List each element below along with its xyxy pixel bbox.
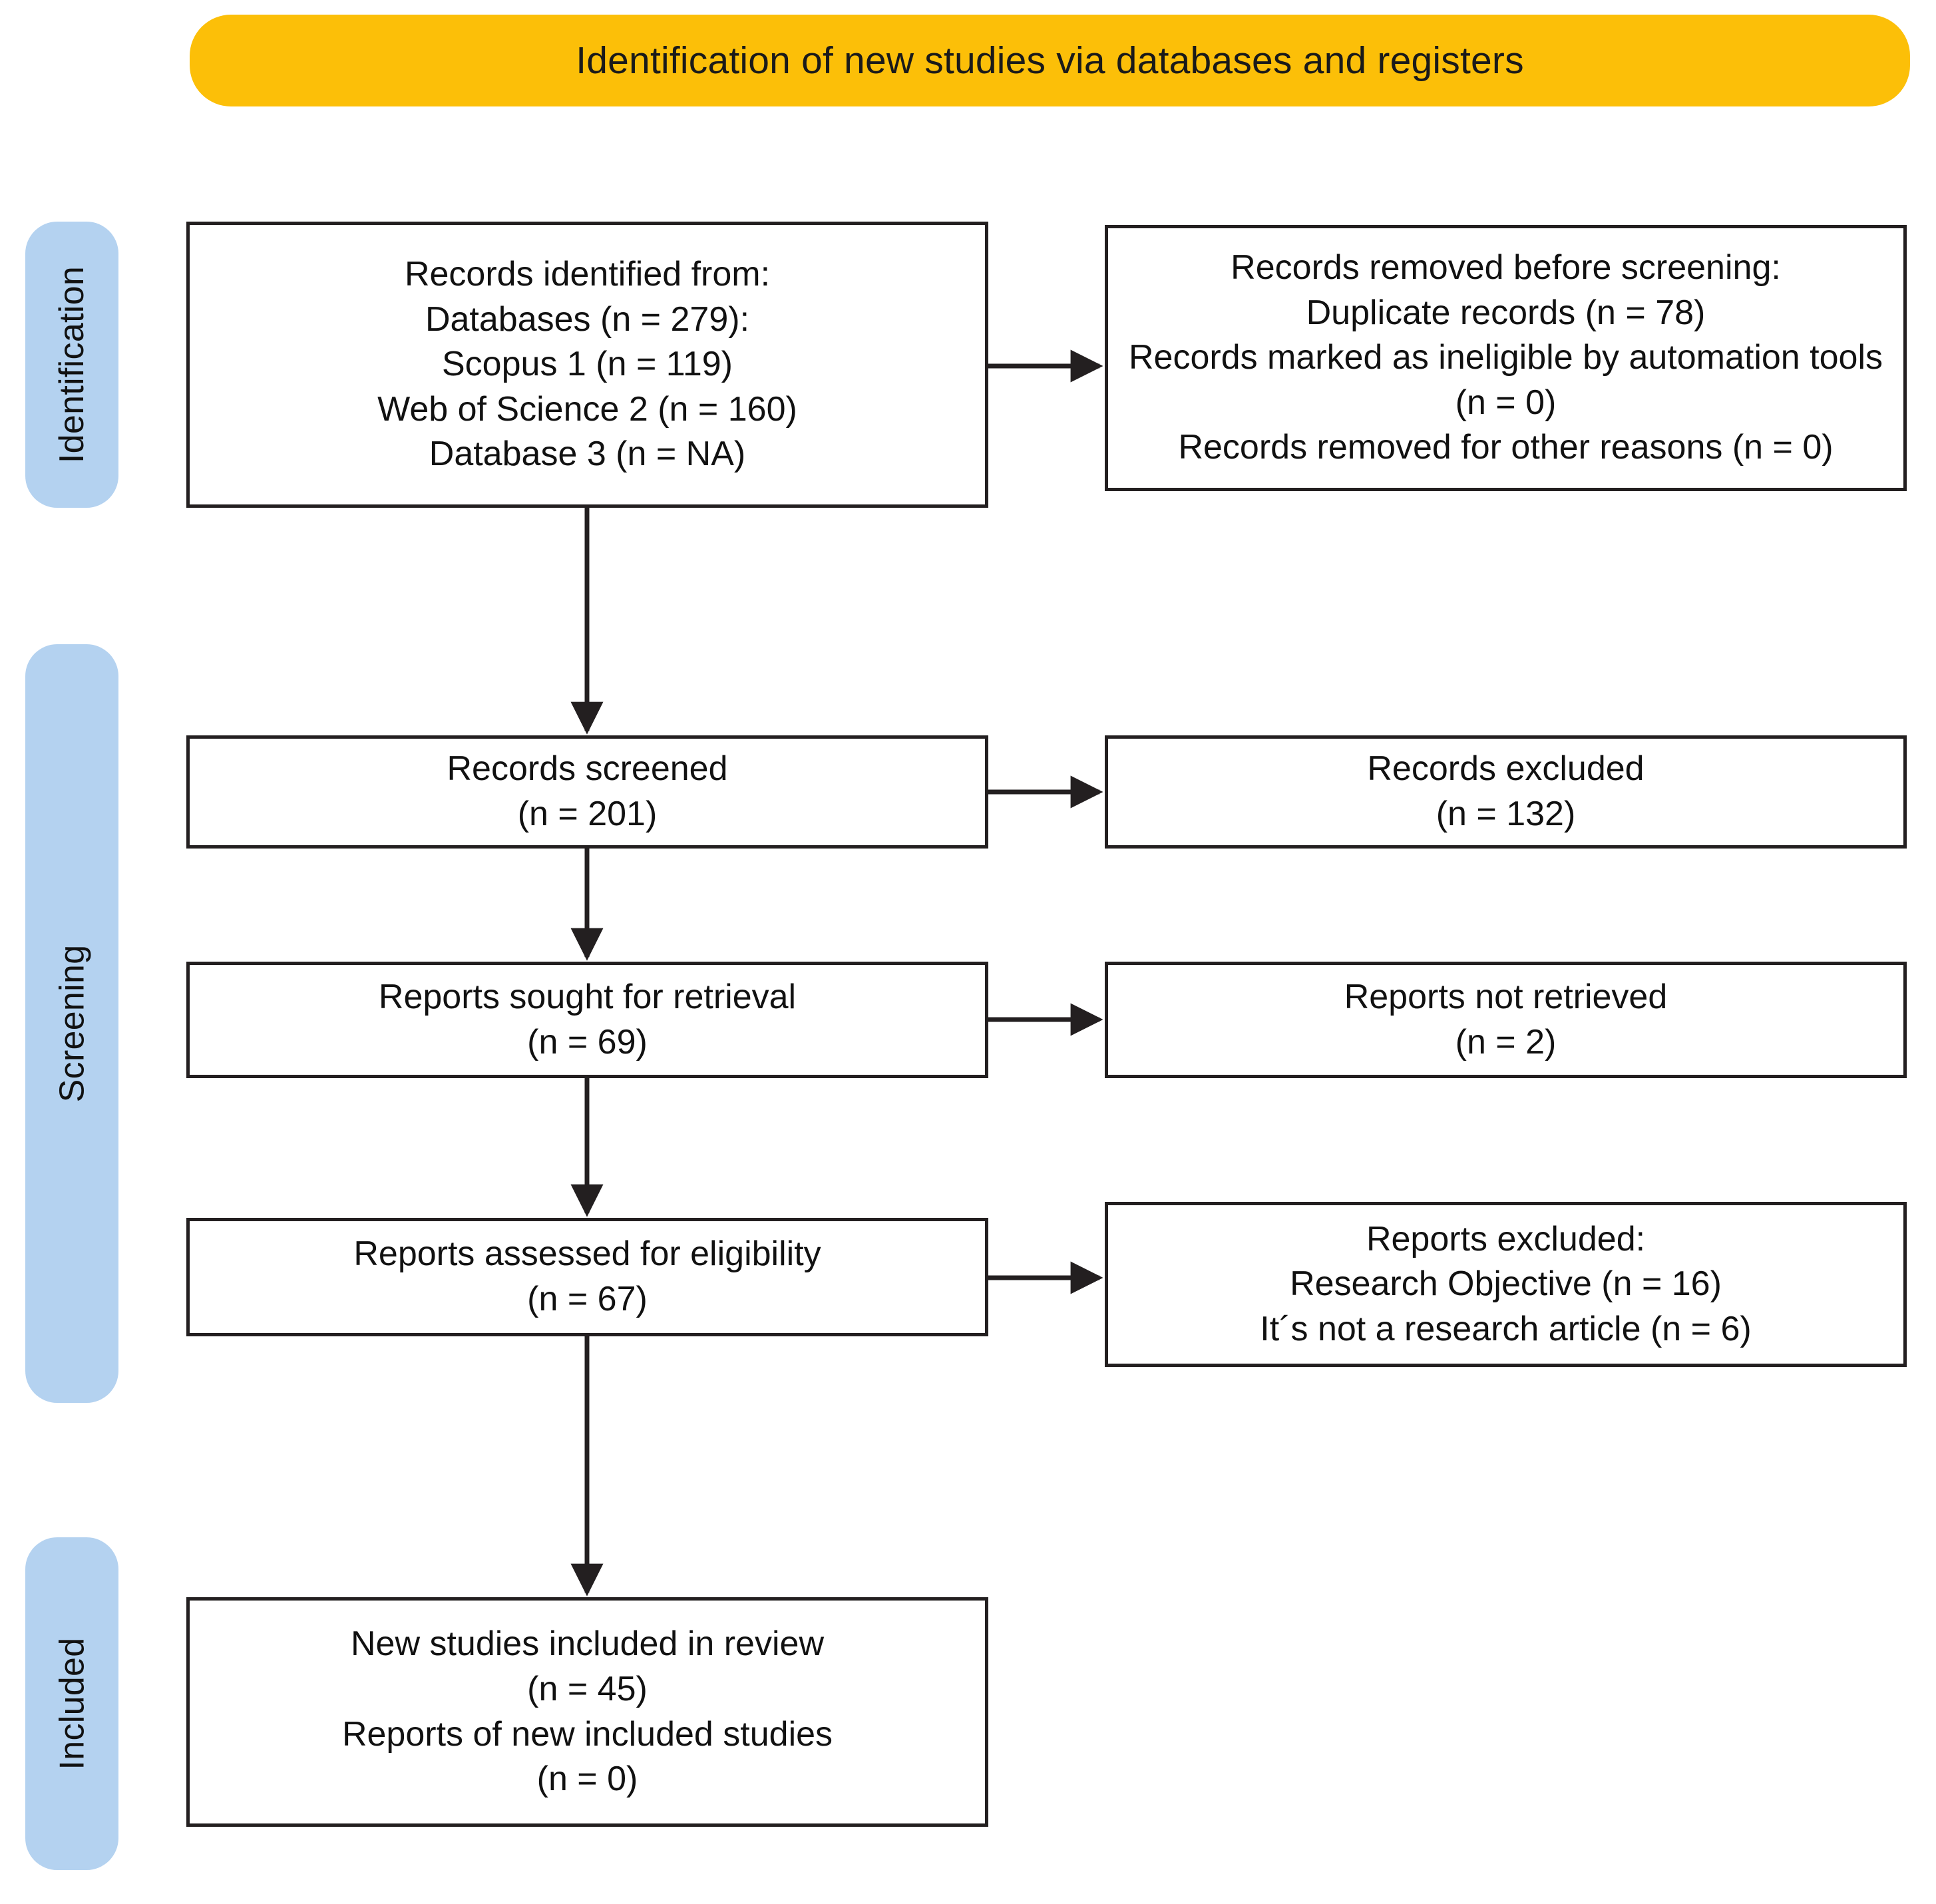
box-records-screened: Records screened (n = 201) <box>186 735 988 849</box>
reports-not-retrieved-line-2: (n = 2) <box>1455 1022 1557 1061</box>
box-reports-excluded: Reports excluded: Research Objective (n … <box>1105 1202 1907 1367</box>
records-identified-line-5: Database 3 (n = NA) <box>429 435 746 474</box>
box-records-identified: Records identified from: Databases (n = … <box>186 222 988 508</box>
records-removed-line-4: Records removed for other reasons (n = 0… <box>1178 428 1834 467</box>
box-new-studies-included: New studies included in review (n = 45) … <box>186 1597 988 1827</box>
reports-assessed-line-1: Reports assessed for eligibility <box>353 1235 821 1274</box>
box-reports-assessed: Reports assessed for eligibility (n = 67… <box>186 1218 988 1336</box>
records-excluded-line-1: Records excluded <box>1367 749 1645 789</box>
reports-not-retrieved-line-1: Reports not retrieved <box>1344 977 1668 1016</box>
box-records-excluded: Records excluded (n = 132) <box>1105 735 1907 849</box>
stage-label-screening-text: Screening <box>53 944 92 1103</box>
diagram-header-banner: Identification of new studies via databa… <box>190 15 1910 106</box>
reports-sought-line-1: Reports sought for retrieval <box>378 977 797 1016</box>
stage-label-identification: Identification <box>25 222 118 508</box>
new-studies-included-line-1: New studies included in review <box>350 1624 824 1664</box>
stage-label-included: Included <box>25 1537 118 1870</box>
reports-sought-line-2: (n = 69) <box>527 1022 648 1061</box>
records-removed-line-1: Records removed before screening: <box>1231 248 1781 287</box>
stage-label-included-text: Included <box>53 1637 91 1770</box>
records-identified-line-4: Web of Science 2 (n = 160) <box>377 389 797 429</box>
records-identified-line-2: Databases (n = 279): <box>425 299 750 339</box>
records-removed-line-3: Records marked as ineligible by automati… <box>1128 338 1883 422</box>
records-identified-line-1: Records identified from: <box>404 255 771 294</box>
box-reports-sought: Reports sought for retrieval (n = 69) <box>186 962 988 1078</box>
diagram-title: Identification of new studies via databa… <box>576 39 1524 82</box>
records-excluded-line-2: (n = 132) <box>1436 795 1576 833</box>
reports-excluded-line-1: Reports excluded: <box>1366 1219 1646 1258</box>
stage-label-identification-text: Identification <box>53 266 92 464</box>
stage-label-screening: Screening <box>25 644 118 1403</box>
records-screened-line-2: (n = 201) <box>517 795 658 833</box>
box-reports-not-retrieved: Reports not retrieved (n = 2) <box>1105 962 1907 1078</box>
records-identified-line-3: Scopus 1 (n = 119) <box>442 345 733 384</box>
records-screened-line-1: Records screened <box>447 749 728 789</box>
reports-assessed-line-2: (n = 67) <box>527 1280 648 1318</box>
reports-excluded-line-3: It´s not a research article (n = 6) <box>1260 1309 1752 1348</box>
box-records-removed: Records removed before screening: Duplic… <box>1105 225 1907 491</box>
new-studies-included-line-2: (n = 45) <box>527 1669 648 1708</box>
reports-excluded-line-2: Research Objective (n = 16) <box>1290 1264 1722 1304</box>
new-studies-included-line-3: Reports of new included studies <box>341 1714 833 1754</box>
new-studies-included-line-4: (n = 0) <box>536 1760 638 1799</box>
records-removed-line-2: Duplicate records (n = 78) <box>1306 293 1706 332</box>
